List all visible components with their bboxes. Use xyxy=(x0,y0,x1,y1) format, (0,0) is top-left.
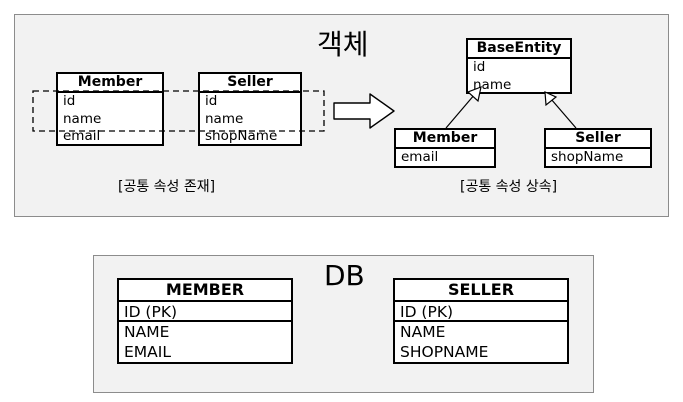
entity-base-entity: BaseEntity id name xyxy=(466,38,572,94)
table-seller: SELLER ID (PK) NAME SHOPNAME xyxy=(393,278,569,364)
table-seller-column-name: NAME xyxy=(400,323,446,341)
field-member-email: email xyxy=(63,128,101,144)
caption-common-attributes: [공통 속성 존재] xyxy=(118,179,216,195)
caption-inheritance: [공통 속성 상속] xyxy=(460,179,558,195)
entity-member-left-name: Member xyxy=(58,74,162,93)
table-member-column-email: EMAIL xyxy=(124,343,171,361)
entity-member-left: Member id name email xyxy=(56,72,164,146)
field-base-name: name xyxy=(473,76,512,93)
field-seller-shopname: shopName xyxy=(205,128,278,144)
inheritance-arrowhead-seller-icon xyxy=(544,91,558,107)
db-panel-title: DB xyxy=(324,259,365,292)
transform-arrow-icon xyxy=(333,93,395,129)
inheritance-arrowhead-member-icon xyxy=(466,86,482,103)
table-member-pk: ID (PK) xyxy=(119,302,291,322)
common-attributes-dashed-box xyxy=(32,90,325,132)
field-base-id: id xyxy=(473,59,486,75)
entity-member-right: Member email xyxy=(394,128,496,168)
object-panel-title: 객체 xyxy=(317,28,369,61)
entity-member-right-name: Member xyxy=(396,130,494,149)
table-seller-name: SELLER xyxy=(395,280,567,302)
table-member-column-name: NAME xyxy=(124,323,170,341)
inheritance-line-seller xyxy=(550,98,577,129)
field-member-id: id xyxy=(63,93,76,109)
field-member-right-email: email xyxy=(401,149,439,165)
field-seller-id: id xyxy=(205,93,218,109)
table-member: MEMBER ID (PK) NAME EMAIL xyxy=(117,278,293,364)
inheritance-line-member xyxy=(445,93,476,129)
entity-seller-left-name: Seller xyxy=(200,74,300,93)
entity-seller-right-name: Seller xyxy=(546,130,650,149)
entity-seller-left: Seller id name shopName xyxy=(198,72,302,146)
entity-base-entity-name: BaseEntity xyxy=(468,40,570,59)
entity-seller-right: Seller shopName xyxy=(544,128,652,168)
field-member-name: name xyxy=(63,110,102,127)
table-seller-pk: ID (PK) xyxy=(395,302,567,322)
table-member-name: MEMBER xyxy=(119,280,291,302)
table-seller-column-shopname: SHOPNAME xyxy=(400,343,489,361)
field-seller-name: name xyxy=(205,110,244,127)
field-seller-right-shopname: shopName xyxy=(551,149,624,165)
